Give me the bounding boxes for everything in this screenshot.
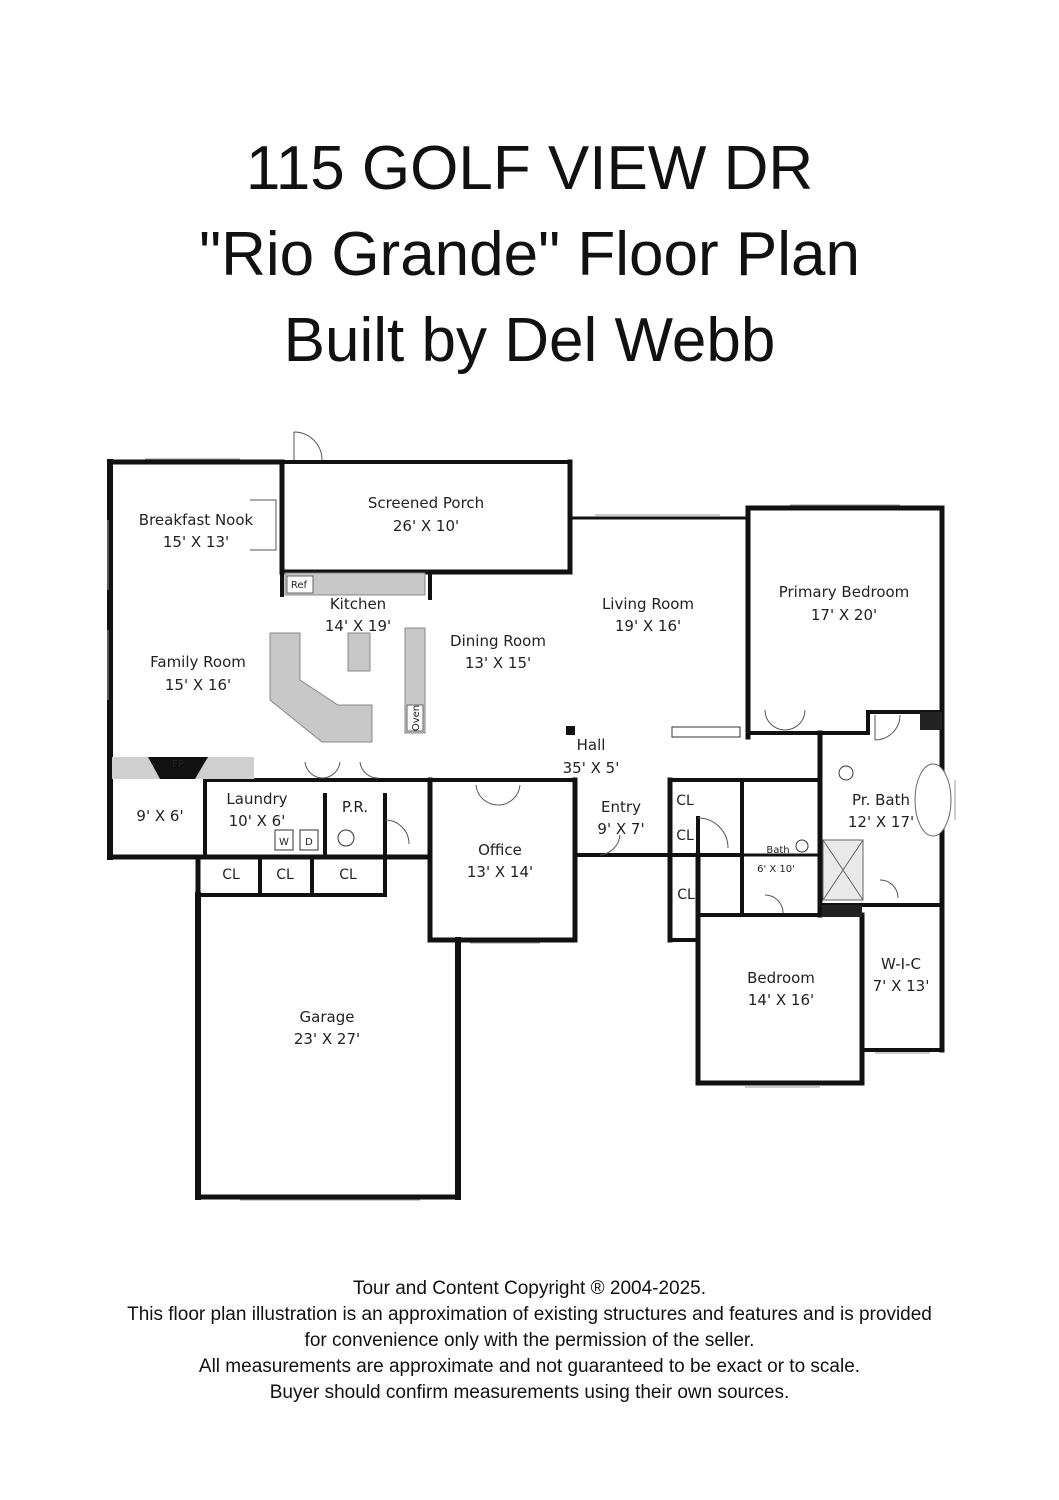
laundry-size: 10' X 6': [229, 812, 286, 830]
garage-size: 23' X 27': [294, 1030, 360, 1048]
disclaimer-line: for convenience only with the permission…: [304, 1330, 755, 1351]
closet-label: CL: [677, 887, 695, 903]
storage-size: 9' X 6': [136, 807, 183, 825]
screened-porch-size: 26' X 10': [393, 517, 459, 535]
closet-label: CL: [222, 867, 240, 883]
breakfast-nook-label: Breakfast Nook: [139, 511, 254, 529]
bedroom-size: 14' X 16': [748, 991, 814, 1009]
floor-plan-name: "Rio Grande" Floor Plan: [199, 220, 860, 289]
hall-size: 35' X 5': [563, 759, 620, 777]
closet-label: CL: [339, 867, 357, 883]
living-room-label: Living Room: [602, 595, 694, 613]
column-marker: [566, 726, 575, 735]
primary-bedroom-size: 17' X 20': [811, 606, 877, 624]
laundry-label: Laundry: [226, 790, 287, 808]
appliances: [286, 575, 952, 901]
copyright-line: Tour and Content Copyright ® 2004-2025.: [352, 1278, 707, 1299]
windows: [107, 458, 956, 1201]
hall-label: Hall: [577, 736, 606, 754]
office-size: 13' X 14': [467, 863, 533, 881]
entry-size: 9' X 7': [597, 820, 644, 838]
kitchen-label: Kitchen: [330, 595, 386, 613]
walls: [107, 459, 945, 1200]
fireplace-label: FP: [172, 759, 184, 770]
screened-porch-label: Screened Porch: [368, 494, 484, 512]
kitchen-size: 14' X 19': [325, 617, 391, 635]
closet-label: CL: [676, 793, 694, 809]
laundry-appliances: [274, 765, 854, 853]
family-room-label: Family Room: [150, 653, 246, 671]
disclaimer-line: All measurements are approximate and not…: [198, 1356, 861, 1377]
bedroom-label: Bedroom: [747, 969, 815, 987]
oven-label: Oven: [411, 705, 422, 731]
dining-room-size: 13' X 15': [465, 654, 531, 672]
bath-label: Bath: [766, 845, 789, 856]
wic-label: W-I-C: [881, 955, 921, 973]
primary-bath-size: 12' X 17': [848, 813, 914, 831]
primary-bedroom-label: Primary Bedroom: [779, 583, 910, 601]
primary-bath-label: Pr. Bath: [852, 791, 910, 809]
wic-size: 7' X 13': [873, 977, 930, 995]
refrigerator-label: Ref: [291, 580, 308, 591]
garage-label: Garage: [300, 1008, 355, 1026]
breakfast-nook-size: 15' X 13': [163, 533, 229, 551]
closet-label: CL: [276, 867, 294, 883]
bath-size: 6' X 10': [757, 864, 795, 875]
entry-label: Entry: [601, 798, 641, 816]
dining-room-label: Dining Room: [450, 632, 546, 650]
fireplace: [112, 757, 254, 779]
built-in: [671, 726, 741, 738]
powder-room-label: P.R.: [342, 798, 368, 816]
doors: [250, 431, 901, 914]
family-room-size: 15' X 16': [165, 676, 231, 694]
builder-line: Built by Del Webb: [283, 306, 776, 375]
living-room-size: 19' X 16': [615, 617, 681, 635]
washer-label: W: [279, 837, 289, 848]
wall-fill: [822, 905, 862, 917]
wall-fill: [920, 712, 942, 730]
disclaimer-line: This floor plan illustration is an appro…: [127, 1304, 932, 1325]
address-title: 115 GOLF VIEW DR: [245, 134, 814, 203]
disclaimer-line: Buyer should confirm measurements using …: [269, 1382, 790, 1403]
dryer-label: D: [305, 837, 313, 848]
closet-label: CL: [676, 828, 694, 844]
office-label: Office: [478, 841, 522, 859]
